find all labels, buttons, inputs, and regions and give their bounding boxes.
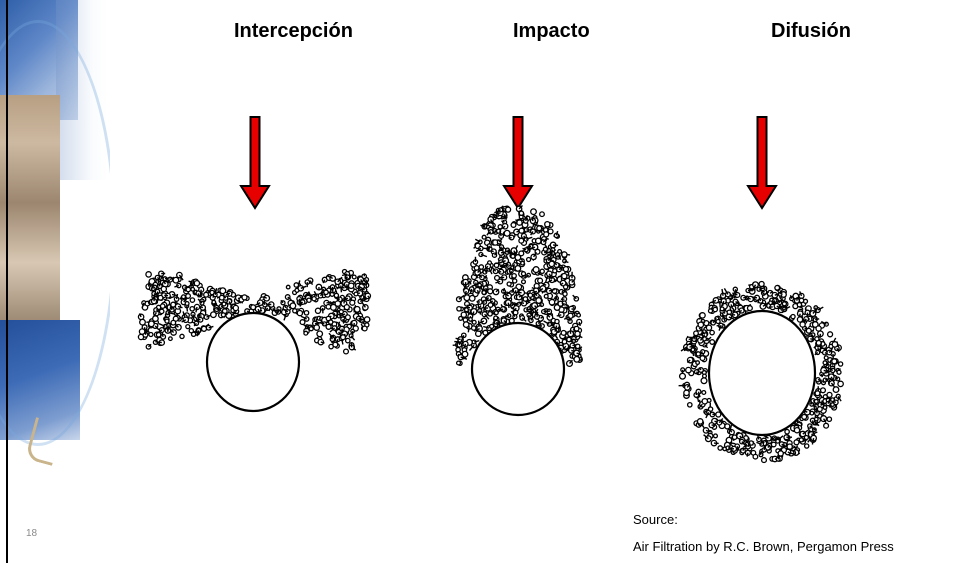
source-label: Source: (633, 512, 678, 527)
fiber-diffusion (709, 311, 815, 435)
arrow-impaction (504, 117, 532, 208)
fiber-interception (207, 313, 299, 411)
arrow-interception (241, 117, 269, 208)
source-citation: Air Filtration by R.C. Brown, Pergamon P… (633, 539, 894, 554)
arrow-diffusion (748, 117, 776, 208)
fiber-impaction (472, 323, 564, 415)
page-number: 18 (26, 528, 37, 539)
